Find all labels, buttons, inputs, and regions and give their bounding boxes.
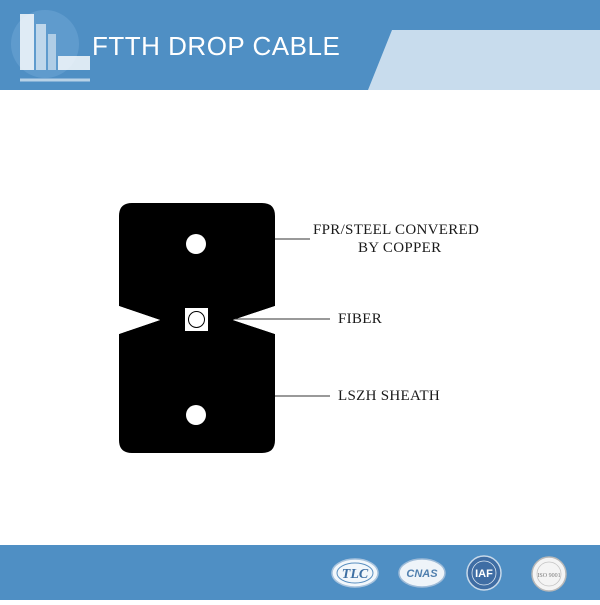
footer-banner: TLC CNAS IAF ISO 9001 [0, 545, 600, 600]
iaf-logo-icon: IAF [466, 555, 502, 591]
strength-member-label-line1: FPR/STEEL CONVERED [313, 222, 480, 238]
optical-fiber [188, 311, 205, 328]
strength-member-label-line2: BY COPPER [358, 240, 442, 256]
iso-logo-icon: ISO 9001 [531, 556, 567, 592]
strength-member-bottom [186, 405, 206, 425]
header-banner: FTTH DROP CABLE [0, 0, 600, 90]
iaf-text: IAF [475, 568, 493, 580]
tlc-logo-icon: TLC [331, 558, 379, 588]
cnas-text: CNAS [406, 568, 438, 580]
company-logo-icon [11, 10, 90, 82]
tlc-text: TLC [342, 567, 369, 582]
strength-member-top [186, 234, 206, 254]
sheath-label: LSZH SHEATH [338, 388, 441, 404]
left-notch [119, 306, 160, 334]
iso-text: ISO 9001 [537, 573, 560, 579]
page-title: FTTH DROP CABLE [92, 31, 341, 61]
banner-background [0, 0, 600, 90]
right-notch [233, 306, 275, 334]
fiber-label: FIBER [338, 311, 383, 327]
cnas-logo-icon: CNAS [398, 558, 446, 588]
